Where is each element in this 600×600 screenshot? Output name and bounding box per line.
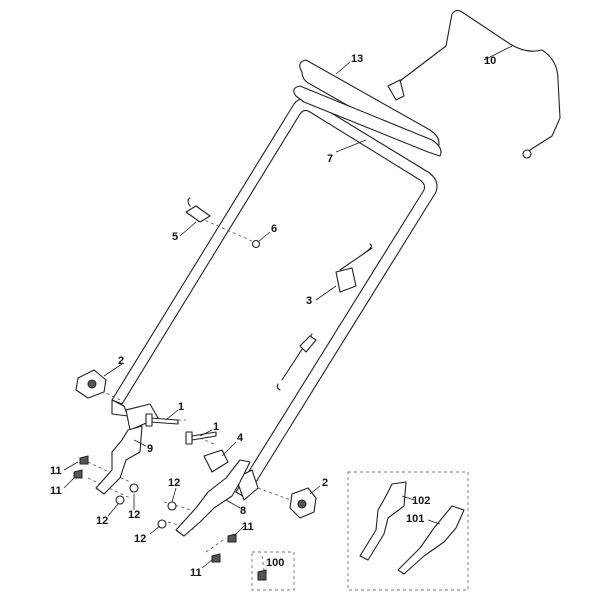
- callout-11-c: 11: [242, 521, 254, 533]
- callout-12-a: 12: [96, 515, 108, 527]
- callout-9: 9: [147, 443, 153, 455]
- callout-7: 7: [327, 153, 333, 165]
- knob-part-2-right: [289, 487, 317, 519]
- callout-13: 13: [351, 53, 363, 65]
- callout-11-d: 11: [190, 567, 202, 579]
- callout-3: 3: [306, 295, 312, 307]
- callout-8: 8: [240, 505, 246, 517]
- upper-handle-part-7: [111, 98, 438, 499]
- hinge-bracket-part-101: [397, 505, 465, 575]
- nut-part-6: [251, 239, 261, 249]
- callout-102: 102: [412, 495, 430, 507]
- callout-12-c: 12: [168, 477, 180, 489]
- callout-10: 10: [484, 55, 496, 67]
- cable-clip-part-3: [335, 243, 373, 293]
- callout-1-lower: 1: [213, 421, 219, 433]
- screw-part-5: [185, 197, 211, 223]
- hinge-bracket-part-102: [359, 481, 407, 561]
- callout-5: 5: [172, 231, 178, 243]
- callout-4: 4: [237, 432, 244, 444]
- hinge-set-inset-box: [347, 471, 469, 591]
- callout-11-b: 11: [50, 485, 62, 497]
- callout-1-upper: 1: [178, 401, 184, 413]
- callout-6: 6: [271, 223, 277, 235]
- callout-101: 101: [406, 513, 424, 525]
- callout-12-b: 12: [128, 509, 140, 521]
- callout-2-left: 2: [118, 355, 124, 367]
- callout-11-a: 11: [50, 465, 62, 477]
- callout-100: 100: [266, 557, 284, 569]
- control-bail-part-10: [387, 9, 561, 159]
- hinge-bracket-part-8: [175, 459, 251, 537]
- handle-grip-part-13: [293, 59, 442, 157]
- leader-lines: [63, 45, 513, 569]
- knob-part-2-left: [75, 369, 107, 399]
- callout-12-d: 12: [134, 533, 146, 545]
- bolt-part-1-lower: [185, 431, 217, 445]
- bolt-part-1-upper: [145, 413, 179, 427]
- callout-2-right: 2: [322, 477, 328, 489]
- cable-lower-section: [276, 333, 317, 391]
- screw-set-inset-box: [251, 551, 295, 591]
